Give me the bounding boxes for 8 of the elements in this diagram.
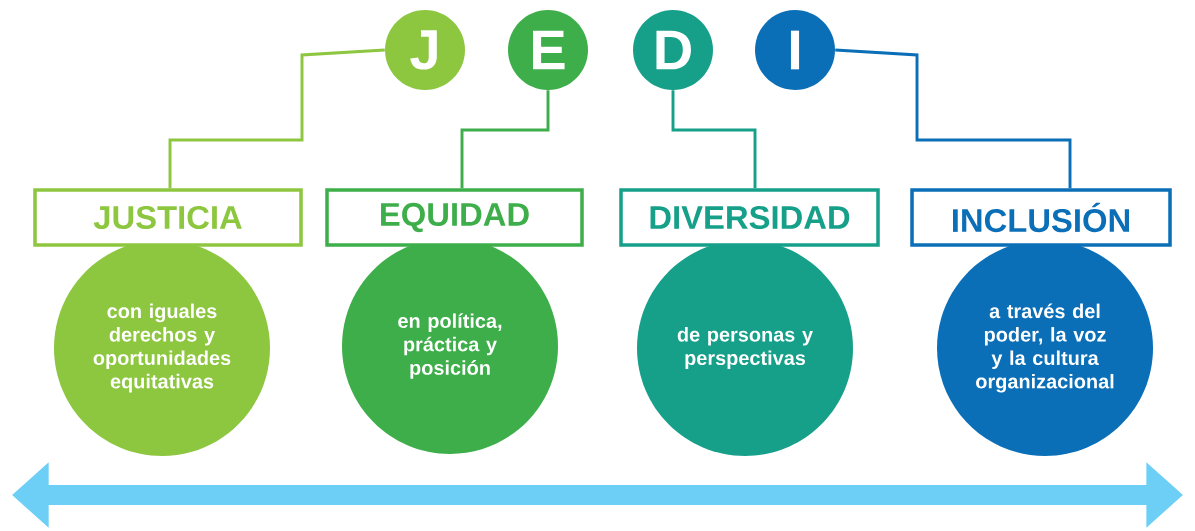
connector-line (460, 90, 550, 189)
heading-box: INCLUSIÓN (910, 188, 1172, 247)
connector-line (835, 48, 1072, 189)
connector-line (671, 90, 757, 189)
heading-box: DIVERSIDAD (619, 188, 880, 247)
heading-box: EQUIDAD (325, 188, 584, 247)
heading-box: JUSTICIA (33, 188, 303, 247)
connector-line (168, 48, 385, 189)
